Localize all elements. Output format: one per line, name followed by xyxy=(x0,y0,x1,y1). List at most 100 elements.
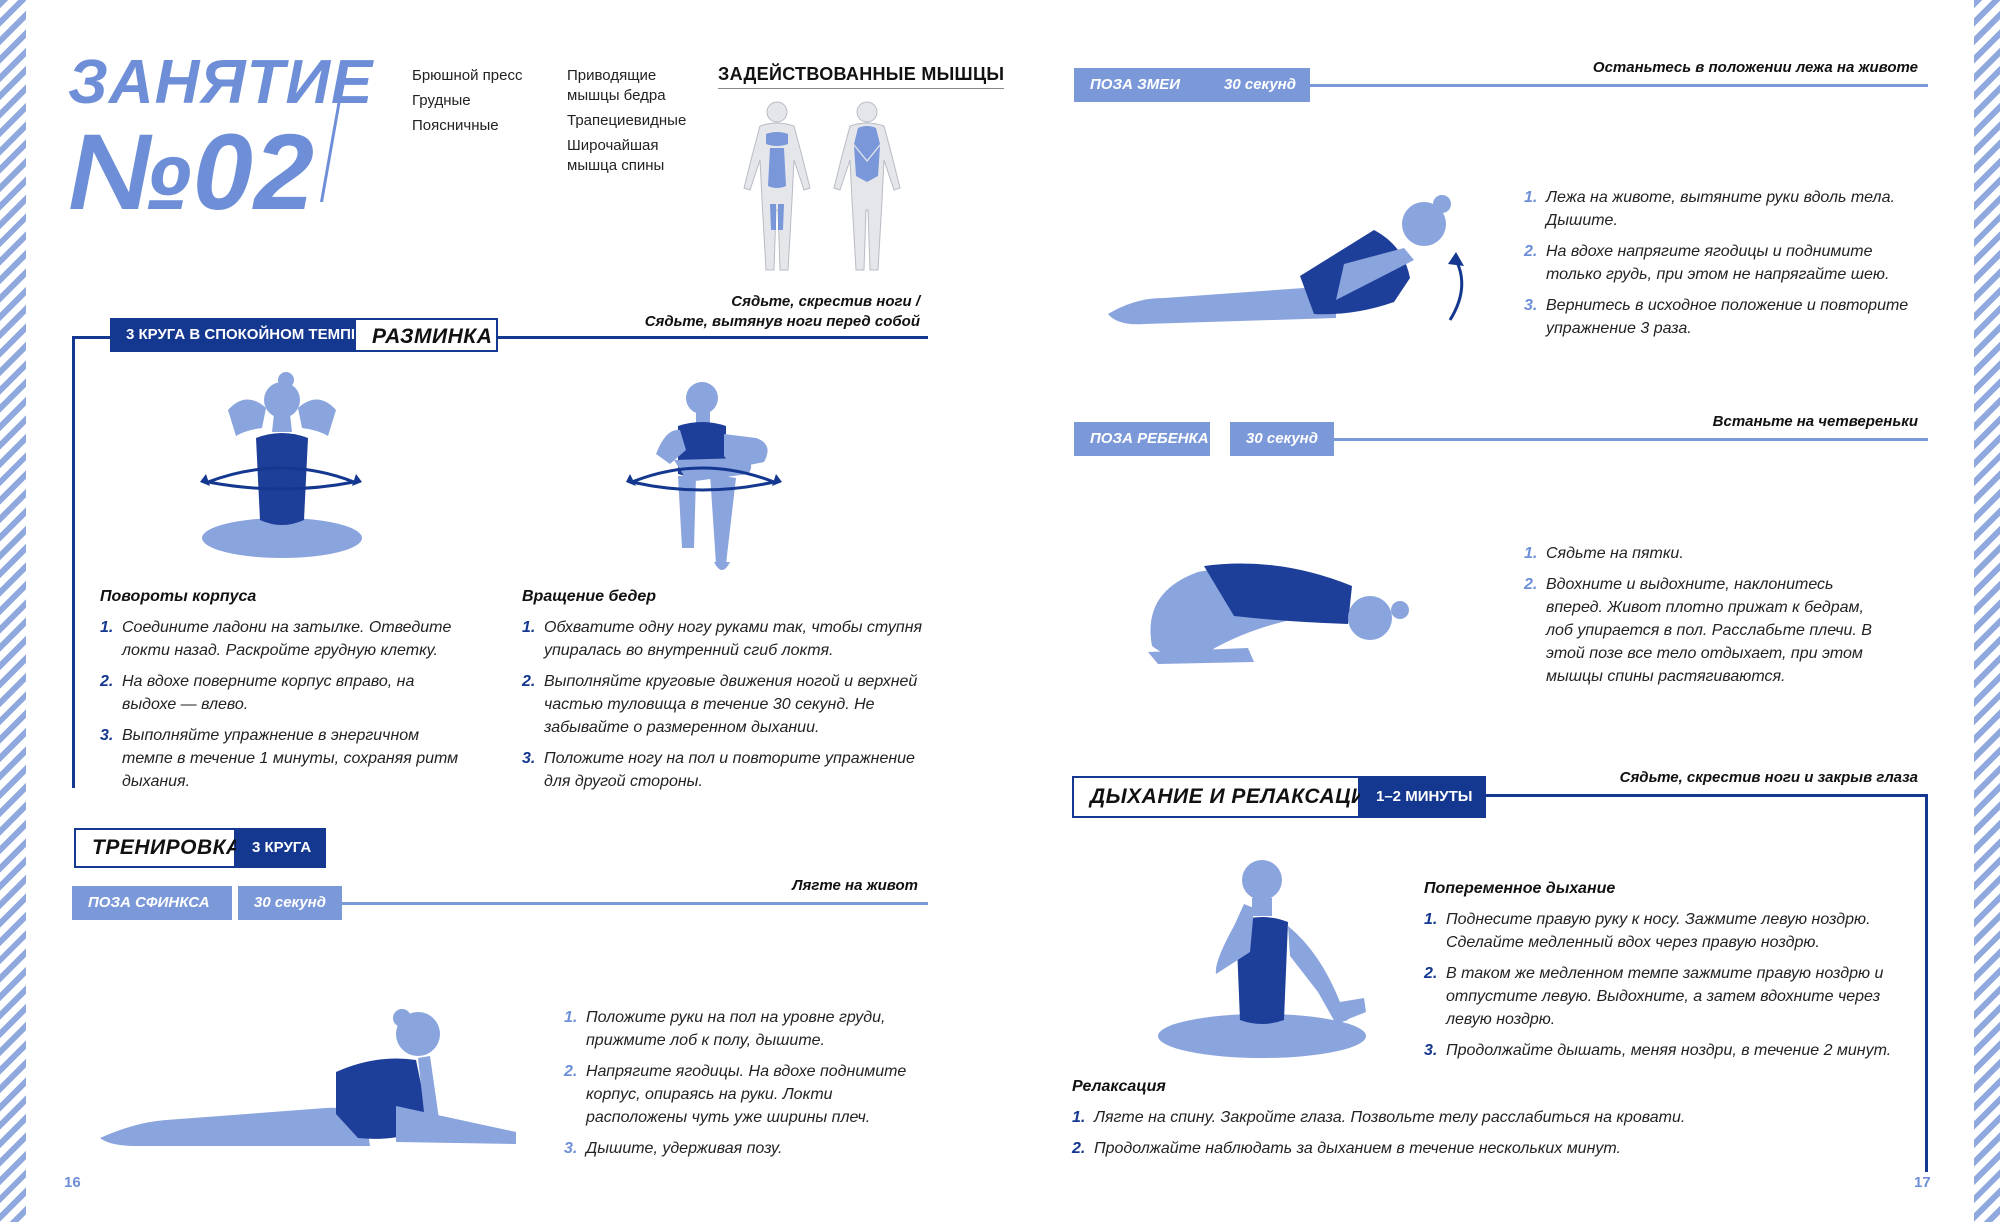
step-text: Выполняйте упражнение в энергичном темпе… xyxy=(122,727,459,790)
muscles-list-1: Брюшной пресс Грудные Поясничные xyxy=(412,66,562,141)
alternate-breathing-figure xyxy=(1158,860,1366,1058)
training-name-tag: ТРЕНИРОВКА xyxy=(74,828,241,868)
step-item: 1. Сядьте на пятки. xyxy=(1524,542,1884,565)
step-number: 3. xyxy=(100,727,114,744)
torso-rotation-figure xyxy=(200,372,362,558)
warmup-frame-left xyxy=(72,336,75,788)
sphinx-name-tag: ПОЗА СФИНКСА xyxy=(72,886,232,920)
child-name-tag: ПОЗА РЕБЕНКА xyxy=(1074,422,1210,456)
hip-rotation-figure xyxy=(626,382,782,570)
step-number: 1. xyxy=(564,1009,578,1026)
step-number: 1. xyxy=(1524,189,1538,206)
left-stripe-border xyxy=(0,0,26,1222)
step-item: 1. Соедините ладони на затылке. Отведите … xyxy=(100,616,470,662)
cobra-pose-figure xyxy=(1108,195,1464,325)
step-item: 3. Дышите, удерживая позу. xyxy=(564,1137,924,1160)
muscle-item: Брюшной пресс xyxy=(412,67,523,84)
sphinx-caption: Лягте на живот xyxy=(792,877,918,894)
muscle-item: Приводящие мышцы бедра xyxy=(567,67,666,104)
step-item: 2. Продолжайте наблюдать за дыханием в те… xyxy=(1072,1137,1892,1160)
warmup-caption-line-1: Сядьте, скрестив ноги / xyxy=(731,293,920,310)
breathing-time-tag: 1–2 МИНУТЫ xyxy=(1360,776,1486,818)
alternate-breathing-steps: 1. Поднесите правую руку к носу. Зажмите … xyxy=(1424,908,1894,1070)
step-number: 1. xyxy=(100,619,114,636)
step-text: Лягте на спину. Закройте глаза. Позвольт… xyxy=(1094,1109,1686,1126)
muscles-heading: ЗАДЕЙСТВОВАННЫЕ МЫШЦЫ xyxy=(718,64,1005,89)
step-text: Лежа на животе, вытяните руки вдоль тела… xyxy=(1546,189,1895,229)
step-number: 2. xyxy=(522,673,536,690)
anatomy-illustration xyxy=(743,101,901,271)
step-item: 1.Лягте на спину. Закройте глаза. Позвол… xyxy=(1072,1106,1892,1129)
step-text: Вернитесь в исходное положение и повтори… xyxy=(1546,297,1909,337)
step-item: 3.Продолжайте дышать, меняя ноздри, в те… xyxy=(1424,1039,1894,1062)
step-number: 1. xyxy=(1424,911,1438,928)
breathing-frame-top xyxy=(1486,794,1928,797)
child-pose-figure xyxy=(1148,563,1409,664)
step-number: 2. xyxy=(100,673,114,690)
step-text: Обхватите одну ногу руками так, чтобы ст… xyxy=(544,619,923,659)
step-number: 3. xyxy=(1524,297,1538,314)
step-text: Выполняйте круговые движения ногой и вер… xyxy=(544,673,918,736)
cobra-time-tag: 30 секунд xyxy=(1208,68,1310,102)
step-number: 3. xyxy=(564,1140,578,1157)
cobra-steps: 1. Лежа на животе, вытяните руки вдоль те… xyxy=(1524,186,1924,348)
step-item: 1. Положите руки на пол на уровне груди, … xyxy=(564,1006,924,1052)
muscle-item: Поясничные xyxy=(412,117,499,134)
lesson-title: ЗАНЯТИЕ №02 xyxy=(68,52,373,226)
lesson-title-word: ЗАНЯТИЕ xyxy=(68,48,374,117)
sphinx-rule xyxy=(342,902,928,905)
step-number: 2. xyxy=(564,1063,578,1080)
breathing-frame-right xyxy=(1925,794,1928,1172)
step-text: Положите ногу на пол и повторите упражне… xyxy=(544,750,915,790)
step-text: Продолжайте дышать, меняя ноздри, в тече… xyxy=(1446,1042,1892,1059)
step-item: 3. Выполняйте упражнение в энергичном тем… xyxy=(100,724,470,793)
step-text: Вдохните и выдохните, наклонитесь вперед… xyxy=(1546,576,1872,685)
training-reps-tag: 3 КРУГА xyxy=(236,828,326,868)
hip-rotation-steps: 1. Обхватите одну ногу руками так, чтобы … xyxy=(522,616,932,801)
step-number: 3. xyxy=(522,750,536,767)
step-item: 2. На вдохе напрягите ягодицы и поднимите… xyxy=(1524,240,1924,286)
page-number-right: 17 xyxy=(1914,1174,1931,1191)
step-number: 1. xyxy=(522,619,536,636)
step-number: 1. xyxy=(1524,545,1538,562)
step-text: Продолжайте наблюдать за дыханием в тече… xyxy=(1094,1140,1621,1157)
step-number: 2. xyxy=(1524,243,1538,260)
step-item: 2.Напрягите ягодицы. На вдохе поднимите … xyxy=(564,1060,924,1129)
step-text: Дышите, удерживая позу. xyxy=(586,1140,783,1157)
relaxation-title: Релаксация xyxy=(1072,1078,1166,1095)
muscle-item: Широчайшая мышца спины xyxy=(567,137,665,174)
sphinx-steps: 1. Положите руки на пол на уровне груди, … xyxy=(564,1006,924,1168)
step-item: 2. Выполняйте круговые движения ногой и в… xyxy=(522,670,932,739)
step-number: 2. xyxy=(1424,965,1438,982)
child-rule xyxy=(1334,438,1928,441)
muscle-item: Трапециевидные xyxy=(567,112,687,129)
muscles-list-2: Приводящие мышцы бедра Трапециевидные Ши… xyxy=(567,66,697,181)
child-steps: 1.Сядьте на пятки. 2.Вдохните и выдохнит… xyxy=(1524,542,1884,696)
step-text: В таком же медленном темпе зажмите праву… xyxy=(1446,965,1884,1028)
sphinx-time-tag: 30 секунд xyxy=(238,886,342,920)
step-text: Положите руки на пол на уровне груди, пр… xyxy=(586,1009,886,1049)
step-item: 1. Поднесите правую руку к носу. Зажмите … xyxy=(1424,908,1894,954)
child-caption: Встаньте на четвереньки xyxy=(1712,413,1918,430)
cobra-rule xyxy=(1310,84,1928,87)
cobra-caption: Останьтесь в положении лежа на животе xyxy=(1592,59,1918,76)
step-text: Сядьте на пятки. xyxy=(1546,545,1684,562)
step-text: Соедините ладони на затылке. Отведите ло… xyxy=(122,619,452,659)
step-number: 2. xyxy=(1072,1140,1086,1157)
step-item: 1. Обхватите одну ногу руками так, чтобы … xyxy=(522,616,932,662)
warmup-frame-top-left xyxy=(72,336,110,339)
step-text: На вдохе напрягите ягодицы и поднимите т… xyxy=(1546,243,1890,283)
hip-rotation-title: Вращение бедер xyxy=(522,588,657,605)
step-item: 2. На вдохе поверните корпус вправо, на в… xyxy=(100,670,470,716)
torso-rotation-steps: 1. Соедините ладони на затылке. Отведите … xyxy=(100,616,470,801)
cobra-name-tag: ПОЗА ЗМЕИ xyxy=(1074,68,1208,102)
step-text: Поднесите правую руку к носу. Зажмите ле… xyxy=(1446,911,1871,951)
relaxation-steps: 1.Лягте на спину. Закройте глаза. Позвол… xyxy=(1072,1106,1892,1168)
lesson-number: №02 xyxy=(68,111,315,232)
step-text: На вдохе поверните корпус вправо, на выд… xyxy=(122,673,415,713)
sphinx-pose-figure xyxy=(100,1009,516,1146)
page-number-left: 16 xyxy=(64,1174,81,1191)
warmup-name-tag: РАЗМИНКА xyxy=(354,318,498,352)
step-item: 3. Положите ногу на пол и повторите упраж… xyxy=(522,747,932,793)
